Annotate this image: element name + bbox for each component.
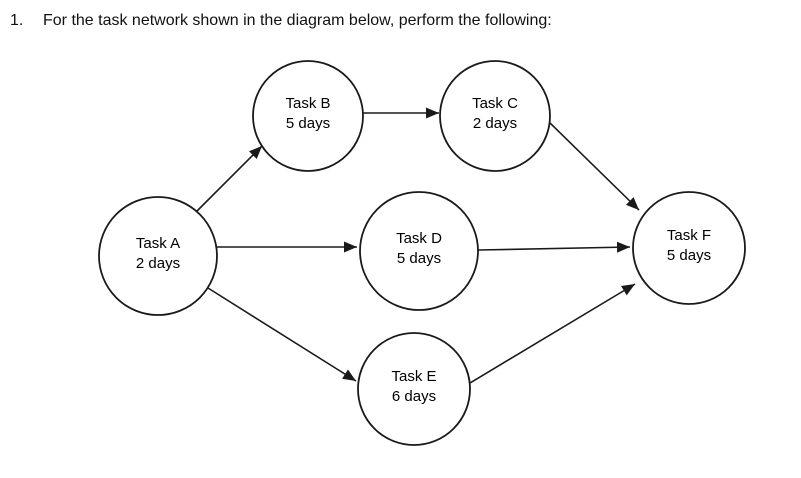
task-node-label-A: Task A [136, 235, 180, 252]
edge-arrow-C-to-F [548, 121, 640, 211]
task-node-B: Task B 5 days [252, 60, 364, 172]
task-node-C: Task C 2 days [439, 60, 551, 172]
task-node-circle-F [632, 191, 746, 305]
question-number: 1. [10, 12, 24, 29]
question-text: For the task network shown in the diagra… [43, 12, 552, 29]
edge-arrow-A-to-E [207, 287, 357, 382]
edge-arrow-D-to-F [477, 241, 631, 253]
question-header: 1. For the task network shown in the dia… [10, 11, 552, 31]
task-node-circle-C [439, 60, 551, 172]
task-node-duration-A: 2 days [136, 255, 180, 272]
task-node-label-C: Task C [472, 95, 518, 112]
task-node-D: Task D 5 days [359, 191, 479, 311]
task-node-label-B: Task B [285, 95, 330, 112]
task-node-circle-B [252, 60, 364, 172]
task-node-duration-B: 5 days [286, 115, 330, 132]
task-node-circle-A [98, 196, 218, 316]
task-node-duration-D: 5 days [397, 250, 441, 267]
task-node-F: Task F 5 days [632, 191, 746, 305]
task-node-duration-C: 2 days [473, 115, 517, 132]
task-node-duration-E: 6 days [392, 388, 436, 405]
edges-layer [195, 107, 640, 384]
task-node-label-D: Task D [396, 230, 442, 247]
task-node-circle-E [357, 332, 471, 446]
task-node-circle-D [359, 191, 479, 311]
task-node-A: Task A 2 days [98, 196, 218, 316]
task-node-label-F: Task F [667, 227, 711, 244]
edge-arrow-A-to-B [195, 145, 263, 213]
edge-arrow-E-to-F [469, 283, 636, 384]
task-node-E: Task E 6 days [357, 332, 471, 446]
task-node-duration-F: 5 days [667, 247, 711, 264]
task-node-label-E: Task E [391, 368, 436, 385]
